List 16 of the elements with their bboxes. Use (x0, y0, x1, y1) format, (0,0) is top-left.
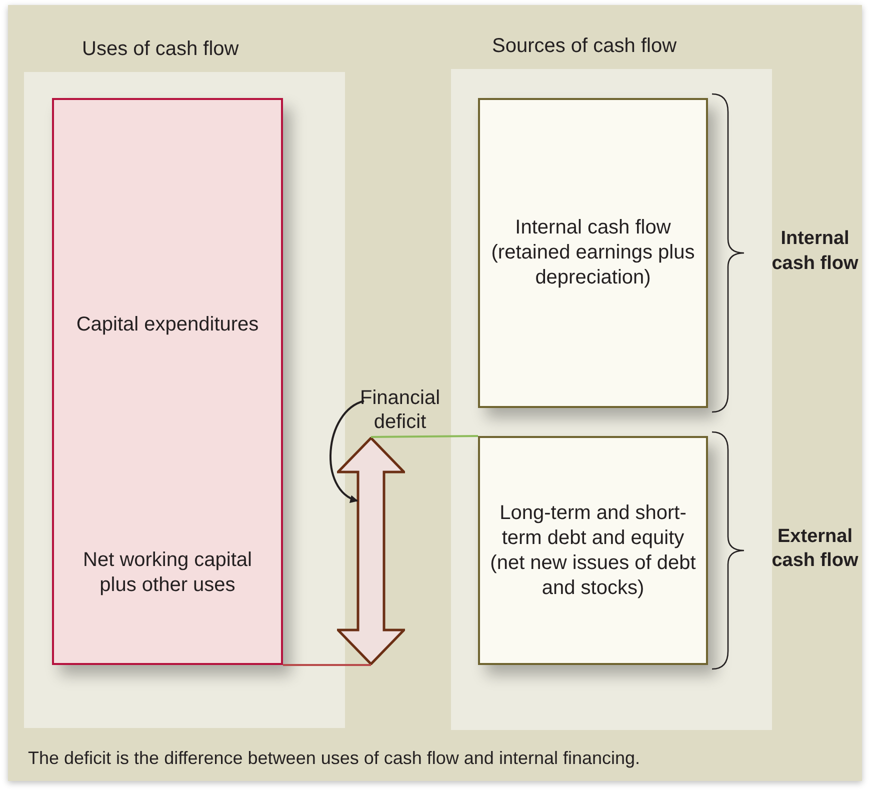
connector-line (283, 664, 371, 666)
box-label: Net working capital plus other uses (82, 548, 253, 598)
bracket-label: External cash flow (770, 524, 860, 574)
caption: The deficit is the difference between uses of cash flow and internal financing. (28, 748, 640, 769)
column-heading: Sources of cash flow (492, 35, 677, 58)
cash-flow-box (478, 436, 708, 665)
cash-flow-box (478, 98, 708, 408)
bracket-label: Internal cash flow (770, 227, 860, 276)
cash-flow-box (52, 98, 283, 665)
connector-line (370, 435, 478, 438)
box-label: Capital expenditures (75, 312, 260, 338)
column-heading: Uses of cash flow (82, 38, 239, 61)
box-label: Long-term and short-term debt and equity (net new issues of debt and stocks) (490, 500, 696, 600)
annotation-label: Financial deficit (360, 386, 440, 434)
arrow (330, 400, 364, 502)
box-label: Internal cash flow (retained earnings plus depreciation) (490, 216, 696, 290)
